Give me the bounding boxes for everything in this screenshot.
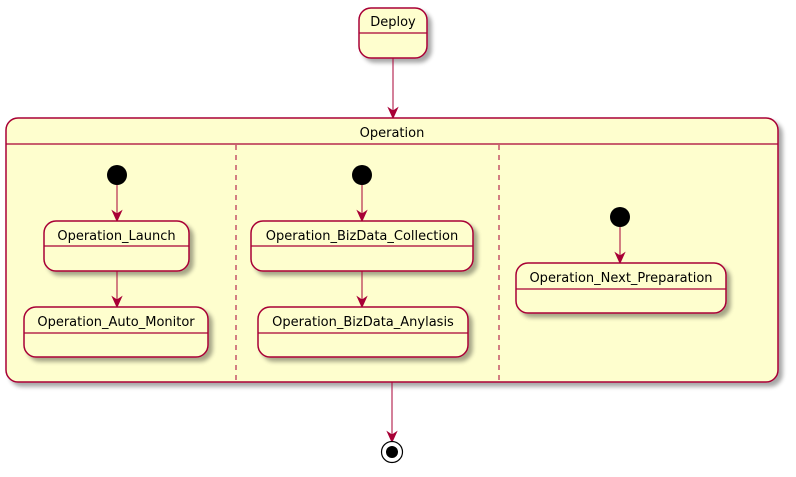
state-operation-auto-monitor-label: Operation_Auto_Monitor — [37, 315, 195, 330]
state-operation-bizdata-anylasis: Operation_BizData_Anylasis — [257, 306, 469, 358]
final-state — [380, 440, 404, 464]
initial-state — [107, 165, 127, 185]
initial-state — [352, 165, 372, 185]
initial-state — [610, 207, 630, 227]
region-launch: Operation_Launch Operation_Auto_Monitor — [23, 165, 209, 358]
state-operation-next-preparation-label: Operation_Next_Preparation — [529, 271, 712, 286]
state-operation-launch-label: Operation_Launch — [57, 229, 175, 244]
region-bizdata: Operation_BizData_Collection Operation_B… — [250, 165, 474, 358]
state-operation-launch: Operation_Launch — [43, 220, 190, 272]
transition-deploy-to-operation — [387, 58, 399, 120]
state-operation-auto-monitor: Operation_Auto_Monitor — [23, 306, 209, 358]
transition-operation-to-final — [386, 382, 398, 444]
state-operation-bizdata-collection: Operation_BizData_Collection — [250, 220, 474, 272]
state-operation-bizdata-collection-label: Operation_BizData_Collection — [266, 229, 458, 244]
state-deploy: Deploy — [358, 7, 428, 59]
state-deploy-label: Deploy — [370, 15, 416, 30]
state-operation-next-preparation: Operation_Next_Preparation — [515, 262, 727, 314]
state-operation-bizdata-anylasis-label: Operation_BizData_Anylasis — [272, 315, 454, 330]
state-operation-label: Operation — [360, 126, 425, 141]
region-next-preparation: Operation_Next_Preparation — [515, 207, 727, 314]
